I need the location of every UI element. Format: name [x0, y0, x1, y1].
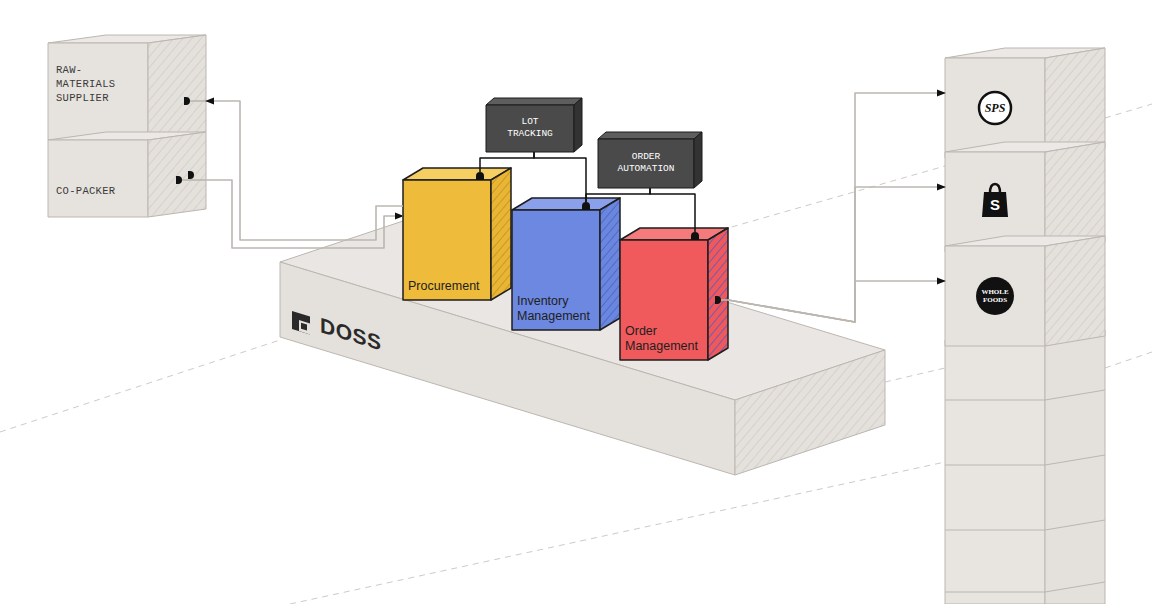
- node-label: S: [985, 196, 1005, 214]
- node-label: CO-PACKER: [56, 184, 146, 198]
- shopify-bag: [982, 192, 1008, 217]
- shopify-bag-handle: [990, 184, 1000, 193]
- node-outline: [945, 236, 1105, 346]
- side-face: [1045, 236, 1105, 346]
- front-face: [486, 105, 574, 152]
- stack-line: [945, 400, 1045, 401]
- side-face: [491, 168, 511, 300]
- node-label: RAW-MATERIALS SUPPLIER: [56, 63, 128, 105]
- front-face: [598, 139, 694, 188]
- logo-mark-cut: [299, 320, 310, 334]
- module-cube: Procurement: [403, 168, 511, 300]
- module-cube: Inventory Management: [512, 198, 620, 330]
- node-label: ORDER AUTOMATION: [610, 151, 682, 175]
- guide-line: [700, 166, 945, 236]
- connector: [586, 188, 650, 202]
- stack-side: [1045, 330, 1105, 604]
- side-face: [708, 228, 728, 360]
- connector: [480, 152, 534, 172]
- channel-box: WHOLE FOODS: [945, 236, 1105, 346]
- front-face: [403, 180, 491, 300]
- side-face: [148, 35, 206, 140]
- port-stub: [188, 100, 206, 102]
- feature-tag: LOT TRACKING: [486, 98, 582, 152]
- connector: [728, 281, 945, 322]
- node-label: Procurement: [408, 279, 490, 294]
- front-face: [48, 140, 148, 217]
- port-pin: [176, 176, 182, 184]
- guide-line: [1105, 104, 1152, 118]
- side-face: [574, 98, 582, 152]
- stack-line: [945, 592, 1045, 593]
- stack-line: [945, 465, 1045, 466]
- stack-line: [1045, 582, 1105, 592]
- port-stub: [180, 179, 206, 181]
- platform-base: DOSSProcurementInventory ManagementOrder…: [280, 205, 890, 485]
- front-face: [48, 43, 148, 140]
- port-pin: [582, 202, 590, 210]
- stack-line: [945, 530, 1045, 531]
- guide-line: [885, 368, 945, 382]
- platform-side: [735, 350, 885, 475]
- front-face: [945, 246, 1045, 346]
- node-label: WHOLE FOODS: [977, 288, 1013, 304]
- supplier-box: RAW-MATERIALS SUPPLIER: [48, 35, 206, 140]
- port-pin: [691, 232, 699, 240]
- connector: [728, 187, 945, 322]
- top-face: [486, 98, 582, 105]
- node-label: SPS: [975, 101, 1015, 115]
- connector: [206, 180, 403, 248]
- node-label: Order Management: [625, 324, 707, 354]
- guide-line: [290, 462, 945, 604]
- front-face: [620, 240, 708, 360]
- logo-mark-dot: [301, 323, 307, 331]
- whole-foods-logo: [976, 277, 1014, 315]
- stack-line: [1045, 455, 1105, 465]
- port-pin: [184, 97, 190, 105]
- side-face: [148, 132, 206, 217]
- stack-line: [1045, 520, 1105, 530]
- stack-front: [945, 340, 1045, 604]
- connector: [206, 101, 403, 240]
- feature-tag: ORDER AUTOMATION: [598, 132, 702, 188]
- side-face: [694, 132, 702, 188]
- node-outline: [48, 132, 206, 217]
- guide-line: [0, 340, 280, 432]
- node-label: LOT TRACKING: [500, 116, 560, 140]
- guide-line: [1105, 352, 1152, 368]
- stack-line: [1045, 390, 1105, 400]
- top-face: [598, 132, 702, 139]
- node-label: Inventory Management: [517, 294, 599, 324]
- port-pin: [715, 296, 721, 304]
- front-face: [512, 210, 600, 330]
- co-packer-box: CO-PACKER: [48, 132, 206, 217]
- port-pin: [188, 171, 194, 179]
- connector: [728, 93, 945, 322]
- connector: [534, 152, 586, 202]
- connector: [650, 188, 695, 232]
- port-pin: [476, 172, 484, 180]
- module-cube: Order Management: [620, 228, 728, 360]
- logo-mark: [292, 311, 310, 335]
- side-face: [600, 198, 620, 330]
